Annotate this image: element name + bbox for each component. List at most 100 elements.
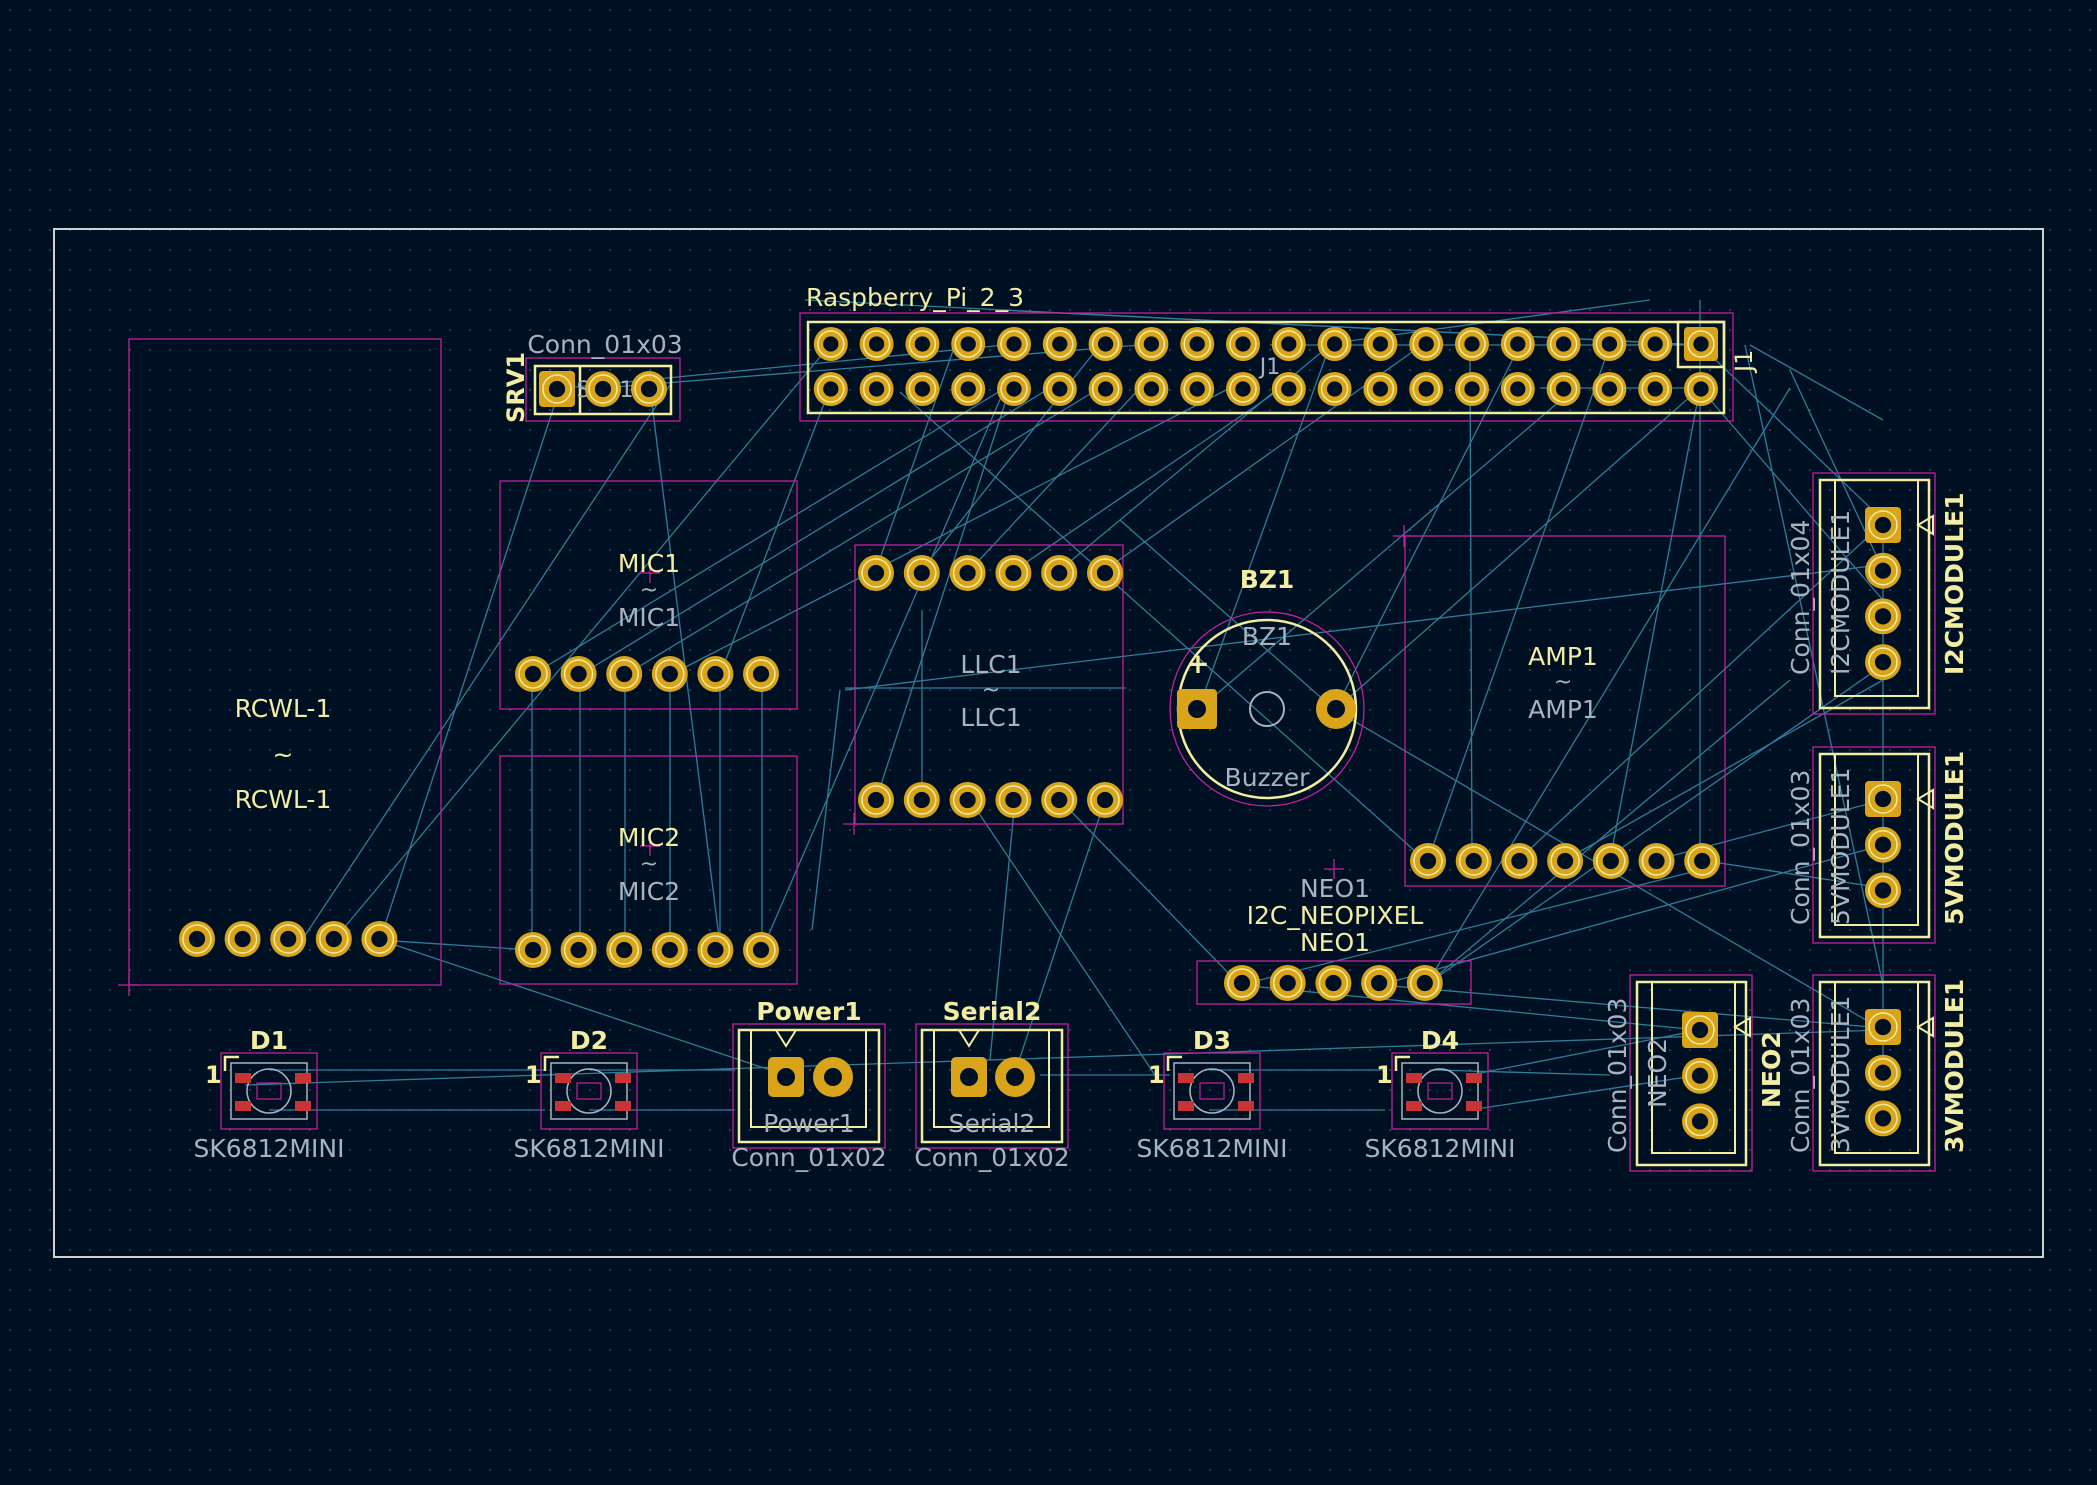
- pad-ring: [1090, 558, 1120, 588]
- pad-drill: [707, 665, 724, 683]
- pad-drill: [661, 665, 678, 683]
- pad-drill: [594, 380, 612, 398]
- pad-ring: [746, 935, 776, 965]
- footprint-neo2[interactable]: Conn_01x03 NEO2 NEO2: [1603, 974, 1786, 1172]
- pad-drill: [1051, 564, 1068, 582]
- footprint-mic1[interactable]: MIC1 ~ MIC1: [499, 480, 798, 710]
- pad-drill: [371, 930, 388, 948]
- pad-drill: [1874, 836, 1892, 853]
- mic1-value: MIC1: [618, 603, 680, 632]
- pad-ring: [227, 924, 258, 954]
- pad-ring: [1685, 1106, 1715, 1137]
- footprint-i2cmodule1[interactable]: Conn_01x04 I2CMODULE1 I2CMODULE1: [1786, 472, 1969, 715]
- led-body: [230, 1062, 308, 1120]
- pad-ring: [1868, 510, 1898, 540]
- d2-ref: D2: [570, 1026, 608, 1055]
- footprint-srv1[interactable]: Conn_01x03 SRV1 SRV1: [502, 330, 683, 423]
- pad-ring: [1868, 647, 1898, 677]
- pad-ring: [908, 330, 937, 358]
- pad-drill: [1601, 381, 1618, 397]
- pad-ring: [1366, 375, 1395, 403]
- pad-ring: [1868, 1103, 1898, 1134]
- pad-ring: [1868, 1057, 1898, 1088]
- pad-drill: [1510, 336, 1526, 352]
- 5vmodule1-ref: 5VMODULE1: [1940, 751, 1969, 925]
- footprint-bz1[interactable]: BZ1 BZ1 Buzzer +: [1169, 565, 1365, 879]
- pad-drill: [1874, 608, 1892, 625]
- pad-drill: [640, 380, 658, 398]
- neo1-ref: NEO1: [1300, 874, 1370, 903]
- pad-ring: [1412, 330, 1440, 358]
- amp1-ref: AMP1: [1528, 642, 1598, 671]
- footprint-d1[interactable]: D1 1 SK6812MINI: [194, 1026, 345, 1163]
- pad-drill: [1326, 336, 1343, 352]
- pad-drill: [1874, 654, 1892, 671]
- pad-ring: [1549, 330, 1578, 358]
- footprint-neo1[interactable]: NEO1 I2C_NEOPIXEL NEO1: [1196, 874, 1472, 1005]
- footprint-3vmodule1[interactable]: Conn_01x03 3VMODULE1 3VMODULE1: [1786, 974, 1969, 1172]
- pad-drill: [1005, 791, 1022, 809]
- footprint-serial2[interactable]: Serial2 Serial2 Conn_01x02: [914, 997, 1069, 1172]
- pad-ring: [1091, 375, 1120, 403]
- pad-drill: [1006, 336, 1022, 352]
- footprint-power1[interactable]: Power1 Power1 Conn_01x02: [731, 997, 886, 1172]
- pad-ring: [1868, 601, 1898, 632]
- footprint-j1[interactable]: Raspberry_Pi_2_3 J1 J1: [799, 283, 1758, 422]
- pad-ring: [1229, 330, 1257, 358]
- pad-ring: [655, 935, 685, 965]
- pad-drill: [1647, 336, 1663, 352]
- footprint-d2[interactable]: D2 1 SK6812MINI: [514, 1026, 665, 1163]
- footprint-5vmodule1[interactable]: Conn_01x03 5VMODULE1 5VMODULE1: [1786, 746, 1969, 944]
- pad-ring: [1410, 968, 1440, 998]
- pad-drill: [752, 941, 770, 959]
- led-fab-marker: [1199, 1082, 1225, 1100]
- 5vmodule1-pads: [1865, 781, 1901, 909]
- pad-ring: [1641, 330, 1669, 358]
- pad-ring: [1275, 375, 1303, 403]
- mic2-ref: MIC2: [618, 823, 680, 852]
- mic2-value: MIC2: [618, 877, 680, 906]
- pad-ring: [1641, 375, 1669, 403]
- amp1-pads: [1410, 843, 1721, 879]
- llc1-value: LLC1: [960, 703, 1021, 732]
- led-fab-marker: [256, 1082, 282, 1100]
- pad-ring: [1183, 330, 1211, 358]
- pad-ring: [1458, 330, 1486, 358]
- mic1-pads: [515, 656, 779, 692]
- pad-ring: [1868, 829, 1898, 860]
- neo2-value: Conn_01x03: [1603, 998, 1632, 1153]
- mic1-tilde: ~: [640, 578, 658, 603]
- pad-ring: [817, 330, 845, 358]
- led-fab-marker: [576, 1082, 602, 1100]
- footprint-d3[interactable]: D3 1 SK6812MINI: [1137, 1026, 1288, 1163]
- pad-ring: [182, 924, 212, 954]
- rcwl1-value: RCWL-1: [235, 785, 332, 814]
- pad-drill: [1510, 381, 1526, 397]
- pad-drill: [570, 665, 587, 683]
- pad-ring: [1320, 375, 1349, 403]
- pad-drill: [1325, 974, 1342, 992]
- pad-drill: [1143, 381, 1160, 397]
- pad-ring: [1412, 375, 1440, 403]
- footprint-mic2[interactable]: MIC2 ~ MIC2: [499, 755, 798, 985]
- pad-drill: [1189, 381, 1205, 397]
- pad-ring: [1046, 375, 1074, 403]
- pad-drill: [1511, 852, 1528, 870]
- serial2-fab: Serial2: [949, 1109, 1036, 1138]
- neo2-fab: NEO2: [1643, 1038, 1672, 1108]
- footprint-d4[interactable]: D4 1 SK6812MINI: [1365, 1026, 1516, 1163]
- pad-drill: [868, 381, 885, 397]
- rcwl1-ref: RCWL-1: [235, 694, 332, 723]
- pad-drill: [1693, 336, 1709, 352]
- mic2-tilde: ~: [640, 852, 658, 877]
- footprint-rcwl1[interactable]: RCWL-1 ~ RCWL-1: [118, 338, 442, 996]
- pad-ring: [1044, 785, 1074, 815]
- pad-ring: [588, 374, 618, 404]
- led-smd-pad: [295, 1073, 311, 1083]
- pad-drill: [1418, 336, 1434, 352]
- j1-value: Raspberry_Pi_2_3: [806, 283, 1024, 312]
- footprint-amp1[interactable]: AMP1 ~ AMP1: [1393, 525, 1726, 887]
- footprint-llc1[interactable]: LLC1 ~ LLC1: [843, 544, 1124, 835]
